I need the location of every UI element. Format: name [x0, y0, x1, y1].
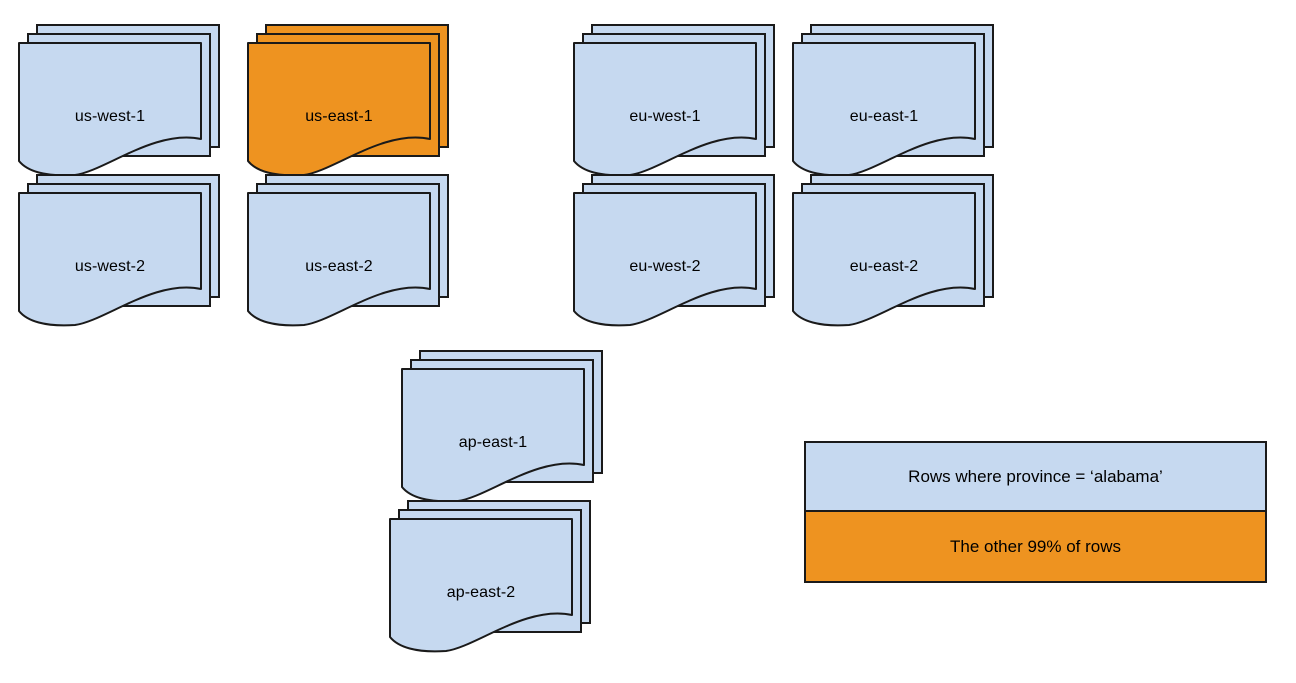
sheet-front — [247, 192, 431, 327]
region-shape-eu-east-1 — [792, 24, 994, 177]
sheet-front — [573, 42, 757, 177]
legend-label-rows-alabama: Rows where province = ‘alabama’ — [908, 466, 1163, 486]
region-stack-ap-east-1[interactable]: ap-east-1 — [401, 343, 618, 533]
sheet-front — [18, 192, 202, 327]
sheet-front — [401, 368, 585, 503]
region-stack-us-east-1[interactable]: us-east-1 — [247, 17, 464, 207]
region-shape-eu-east-2 — [792, 174, 994, 327]
region-stack-eu-west-2[interactable]: eu-west-2 — [573, 167, 790, 357]
region-shape-ap-east-1 — [401, 350, 603, 503]
legend-label-other-rows: The other 99% of rows — [949, 536, 1122, 556]
sheet-front — [18, 42, 202, 177]
sheet-front — [573, 192, 757, 327]
region-stack-us-west-2[interactable]: us-west-2 — [18, 167, 235, 357]
sheet-front — [247, 42, 431, 177]
region-stack-us-east-2[interactable]: us-east-2 — [247, 167, 464, 357]
region-shape-us-east-2 — [247, 174, 449, 327]
sheet-front — [389, 518, 573, 653]
region-shape-ap-east-2 — [389, 500, 591, 653]
region-shape-eu-west-2 — [573, 174, 775, 327]
sheet-front — [792, 42, 976, 177]
sheet-front — [792, 192, 976, 327]
legend-row-other-rows: The other 99% of rows — [806, 512, 1265, 581]
legend-row-rows-alabama: Rows where province = ‘alabama’ — [806, 443, 1265, 512]
region-shape-us-east-1 — [247, 24, 449, 177]
region-shape-us-west-2 — [18, 174, 220, 327]
region-stack-eu-east-1[interactable]: eu-east-1 — [792, 17, 1009, 207]
region-stack-eu-east-2[interactable]: eu-east-2 — [792, 167, 1009, 357]
legend-box: Rows where province = ‘alabama’ The othe… — [804, 441, 1267, 583]
region-stack-ap-east-2[interactable]: ap-east-2 — [389, 493, 606, 683]
region-shape-eu-west-1 — [573, 24, 775, 177]
region-shape-us-west-1 — [18, 24, 220, 177]
